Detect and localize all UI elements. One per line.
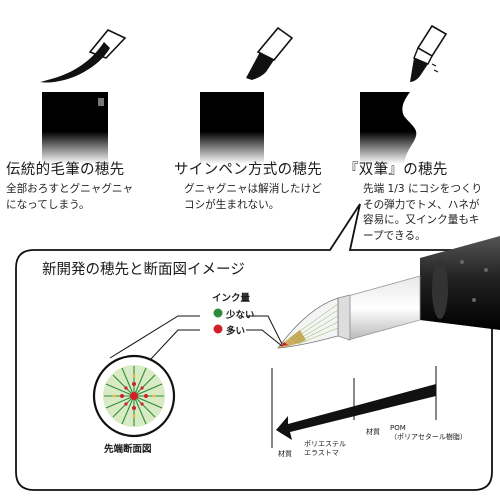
material1-value: ポリエステル エラストマ: [304, 440, 346, 457]
traditional-brush-title: 伝統的毛筆の穂先: [6, 162, 125, 178]
cross-section-circle: [92, 354, 176, 438]
dimension-arrow: [271, 366, 437, 448]
detail-title: 新開発の穂先と断面図イメージ: [42, 262, 245, 278]
traditional-brush-description: 全部おろすとグニャグニャ になってしまう。: [6, 183, 134, 211]
material2-value: POM （ポリアセタール樹脂）: [390, 424, 467, 441]
sohitsu-description: 先端 1/3 にコシをつくり その弾力でトメ、ハネが 容易に。又インク量もキ ー…: [363, 183, 483, 242]
ink-high-label: 多い: [226, 326, 246, 337]
sign-pen-description: グニャグニャは解消したけど コシが生まれない。: [184, 183, 322, 211]
cross-section-label: 先端断面図: [104, 444, 152, 455]
material1-label: 材質: [278, 450, 292, 458]
sohitsu-brush-illustration: [360, 24, 448, 164]
sign-pen-illustration: [200, 26, 294, 164]
brush-tip-illustrations: [40, 24, 448, 164]
callout-bubble: [15, 203, 493, 491]
traditional-brush-illustration: [40, 29, 127, 164]
leader-lines: [109, 315, 283, 361]
legend-low-dot: [213, 308, 223, 318]
sign-pen-title: サインペン方式の穂先: [174, 162, 322, 178]
pen-grip: [420, 236, 500, 330]
sohitsu-title: 『双筆』の穂先: [344, 162, 448, 178]
ink-amount-label: インク量: [212, 293, 251, 304]
legend-high-dot: [213, 324, 223, 334]
ink-low-label: 少ない: [226, 310, 255, 321]
material2-label: 材質: [366, 428, 380, 436]
brush-tip: [277, 297, 339, 349]
